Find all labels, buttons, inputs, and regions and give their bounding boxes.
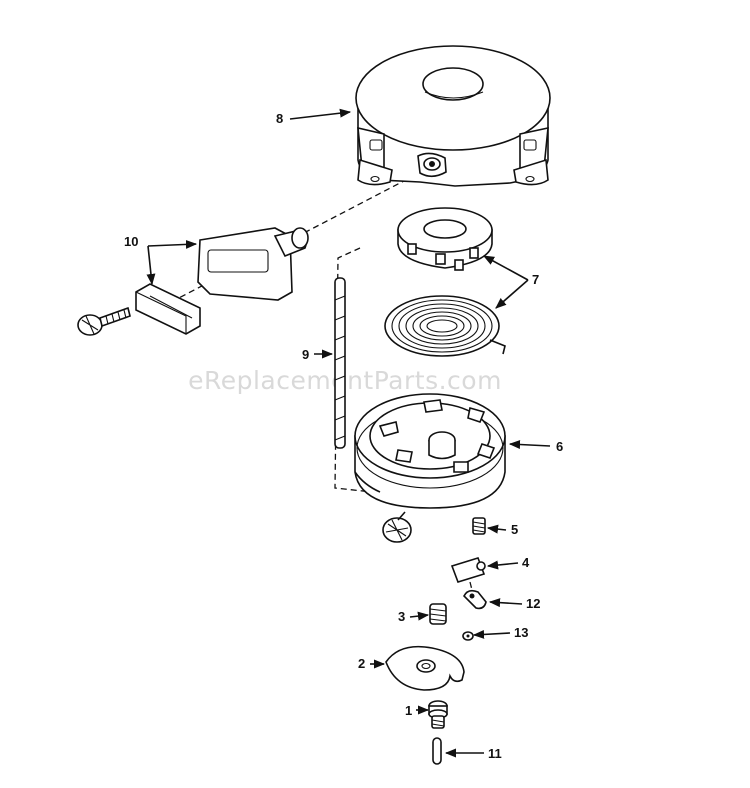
callout-11: 11 [488,746,502,761]
part-6-rope-pulley [354,393,506,509]
assembly-line-rope [334,247,373,493]
part-1-shoulder-screw [428,700,448,729]
part-12-pawl-plate [463,581,487,610]
part-4-pawl [450,557,486,583]
callout-13: 13 [514,625,528,640]
callout-12: 12 [526,596,540,611]
handle-screw [77,306,131,336]
leader-lines [146,108,551,758]
callout-7: 7 [532,272,539,287]
part-7-spring-retainer [397,207,493,271]
callout-1: 1 [405,703,412,718]
part-2-brake-plate [385,645,465,691]
callout-6: 6 [556,439,563,454]
part-8-starter-housing [355,45,551,187]
part-10-starter-handle [197,227,309,301]
callout-10: 10 [124,234,138,249]
callout-3: 3 [398,609,405,624]
part-3-brake-spring [429,603,447,625]
part-7-recoil-spring [384,295,506,357]
callout-4: 4 [522,555,530,570]
part-9-starter-rope [334,277,346,449]
callout-8: 8 [276,111,283,126]
rope-knot [382,511,412,543]
part-13-screw [462,631,474,641]
callout-2: 2 [358,656,365,671]
part-11-pin [432,737,442,765]
callout-9: 9 [302,347,309,362]
callout-5: 5 [511,522,518,537]
part-5-pawl-spring [472,517,486,535]
